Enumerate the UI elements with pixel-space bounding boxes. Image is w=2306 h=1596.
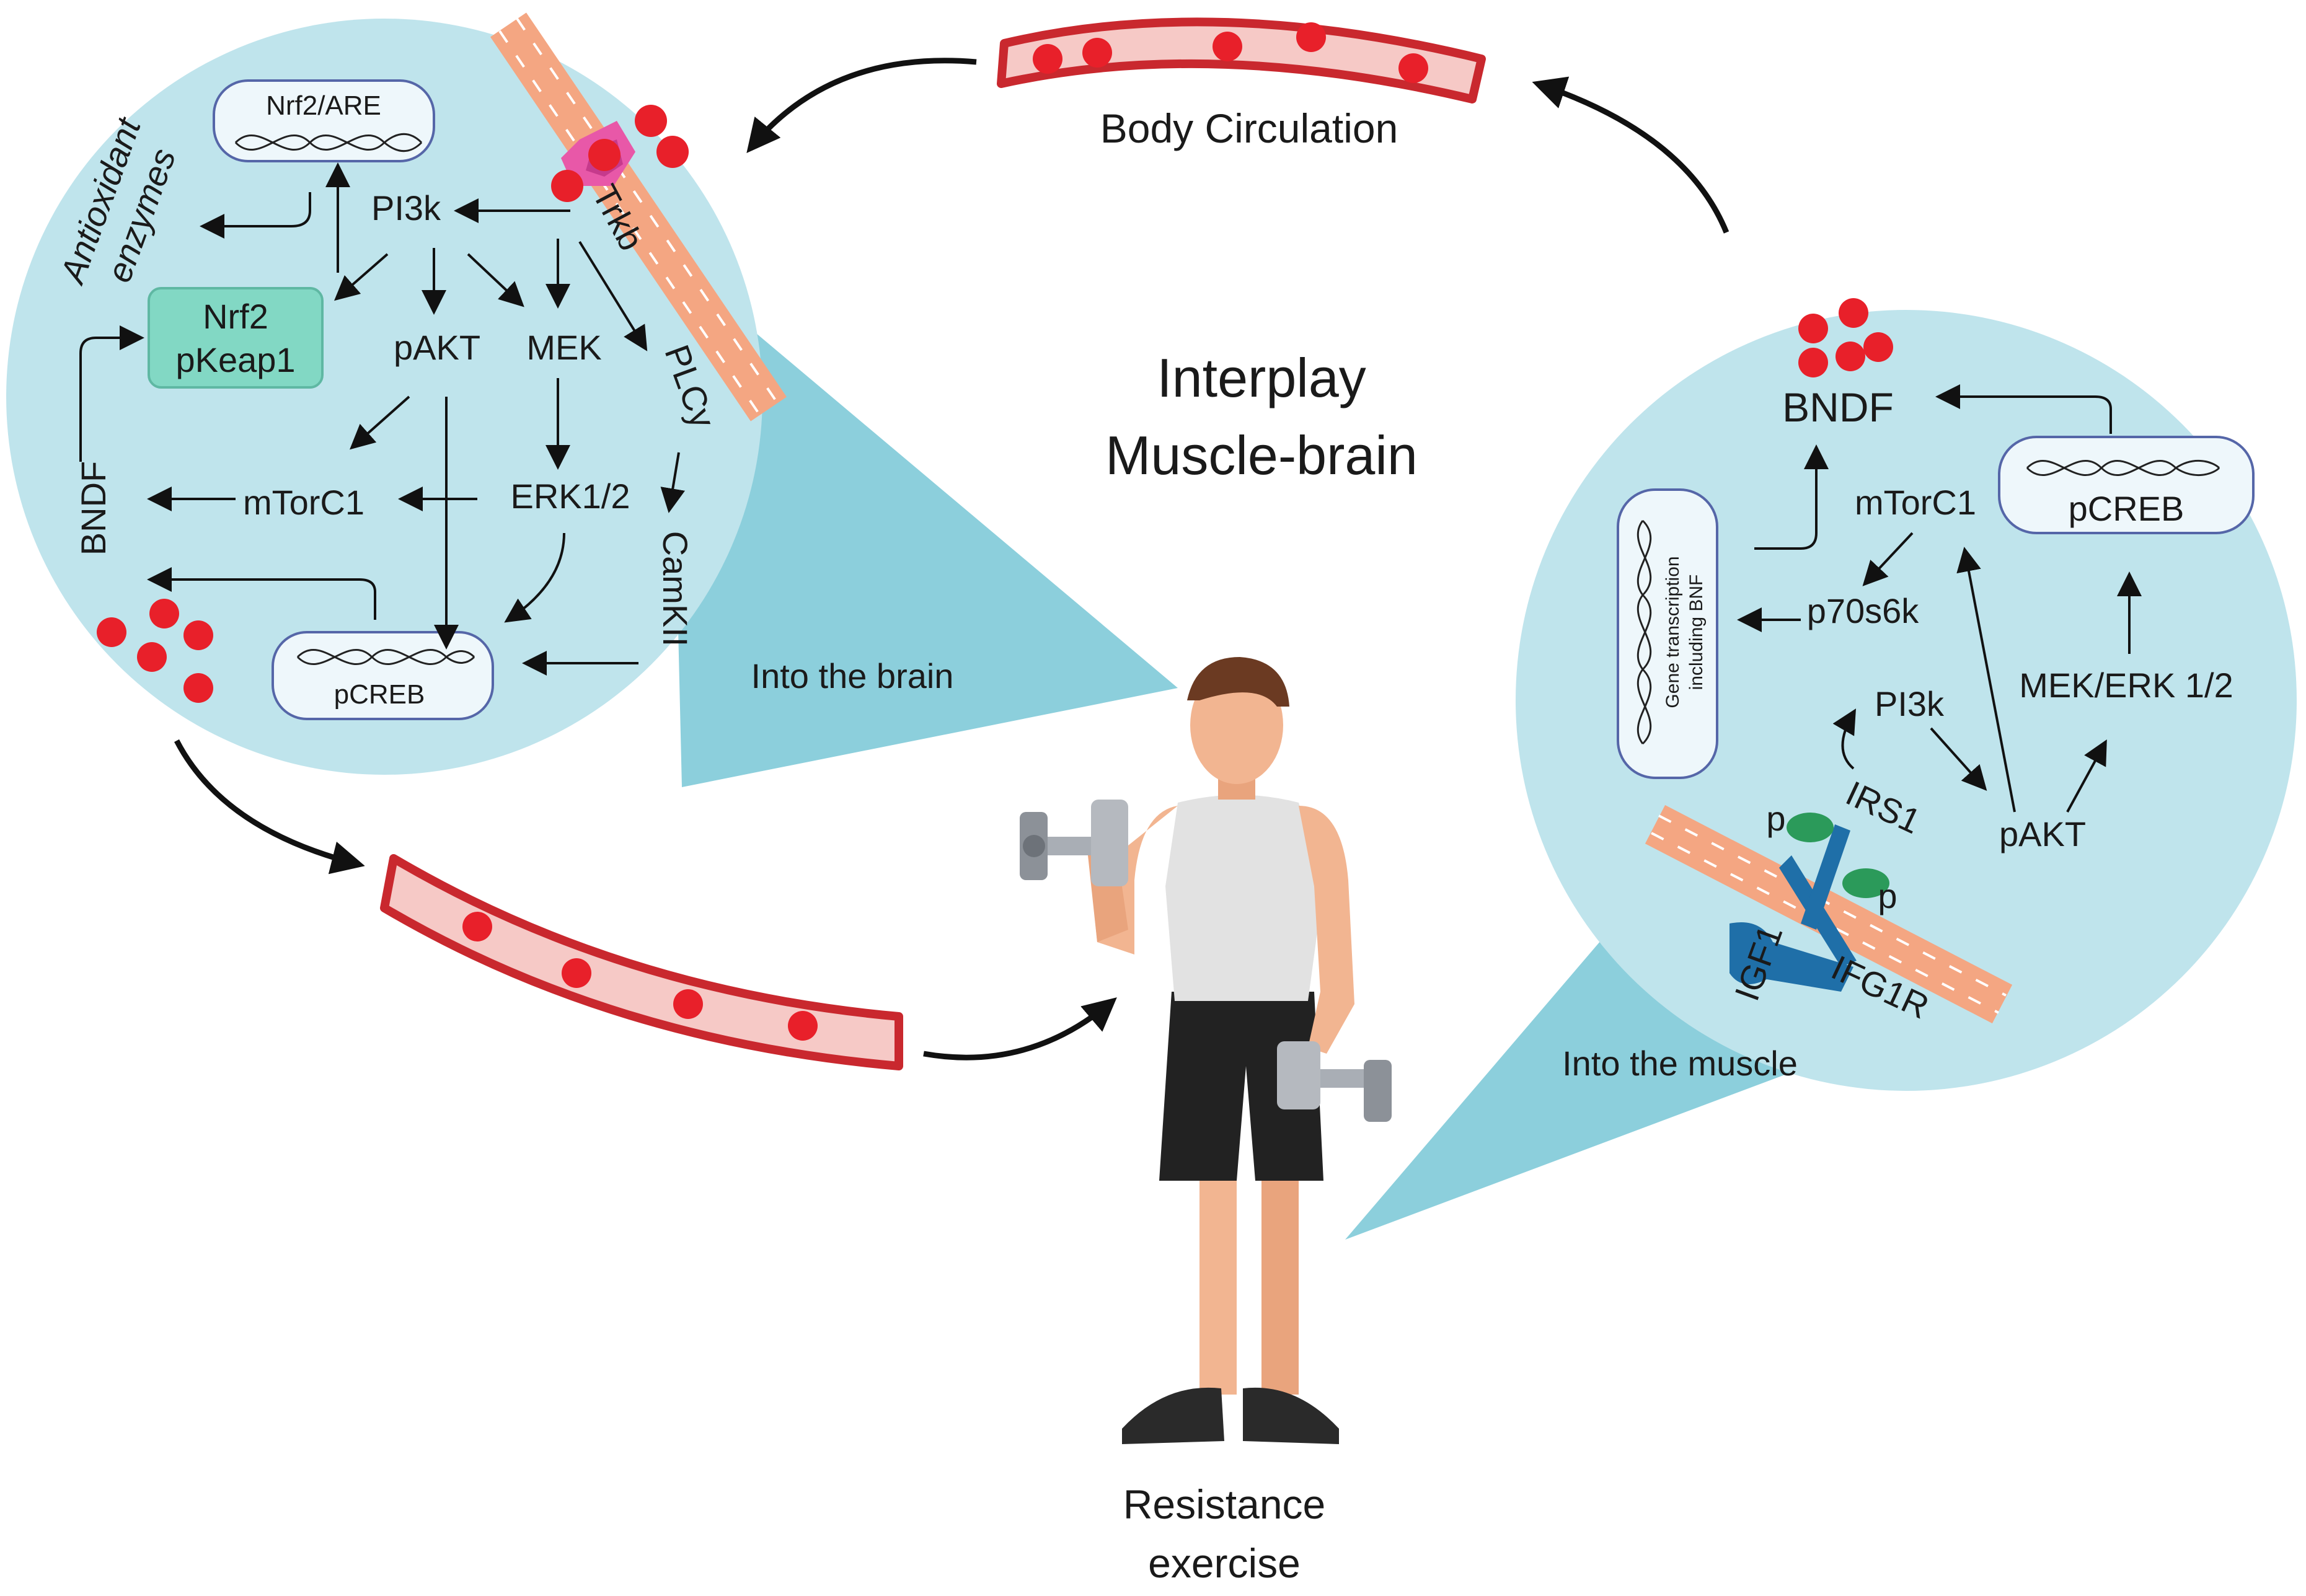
brain-erk-label: ERK1/2	[511, 477, 630, 516]
brain-bndf-dots	[97, 599, 213, 703]
brain-pathway-arrows	[79, 162, 685, 676]
title-line-1: Interplay	[1157, 347, 1366, 408]
igf1-receptor-icon	[1730, 813, 1889, 992]
muscle-p-top-label: p	[1766, 799, 1785, 838]
brain-pakt-label: pAKT	[394, 328, 480, 367]
brain-membrane	[490, 12, 787, 421]
brain-camkii-label: CamKII	[656, 531, 695, 647]
brain-pcreb-label: pCREB	[334, 679, 425, 710]
circulation-label: Body Circulation	[1100, 105, 1398, 151]
muscle-gene-label-1: Gene transcription	[1663, 556, 1683, 708]
muscle-pi3k-label: PI3k	[1875, 684, 1945, 723]
brain-nrf2-are-box	[213, 79, 435, 162]
flow-arrows	[174, 58, 1730, 1060]
muscle-mek-erk-label: MEK/ERK 1/2	[2019, 666, 2233, 705]
brain-caption: Into the brain	[751, 656, 954, 695]
muscle-gene-label-2: including BNF	[1686, 575, 1707, 690]
exercise-label-1: Resistance	[1123, 1481, 1326, 1527]
muscle-membrane	[1645, 805, 2013, 1024]
person-exercising-illustration	[1020, 657, 1392, 1444]
muscle-pcreb-label: pCREB	[2069, 489, 2185, 528]
brain-pcreb-box	[272, 631, 494, 720]
brain-mtorc1-label: mTorC1	[243, 483, 364, 522]
bottom-vessel	[380, 854, 903, 1070]
muscle-pcreb-box	[1998, 436, 2255, 534]
muscle-p70s6k-label: p70s6k	[1807, 591, 1920, 630]
brain-bndf-label: BNDF	[74, 461, 113, 555]
muscle-pakt-label: pAKT	[1999, 814, 2086, 853]
brain-nrf2-pkeap1-box	[148, 287, 324, 389]
muscle-p-bottom-label: p	[1878, 876, 1897, 915]
muscle-bndf-dots	[1798, 298, 1893, 377]
brain-bubble-tail	[669, 260, 1178, 787]
brain-pkeap1-label: pKeap1	[175, 340, 295, 379]
exercise-label-2: exercise	[1148, 1540, 1301, 1586]
brain-nrf2-are-label: Nrf2/ARE	[266, 90, 381, 121]
muscle-mtorc1-label: mTorC1	[1855, 483, 1976, 522]
muscle-gene-box	[1617, 488, 1718, 779]
brain-nrf2-label: Nrf2	[203, 297, 268, 336]
muscle-caption: Into the muscle	[1562, 1044, 1798, 1083]
top-vessel	[997, 17, 1486, 104]
brain-pi3k-label: PI3k	[371, 188, 441, 227]
brain-bubble-circle	[6, 19, 762, 775]
brain-mek-label: MEK	[526, 328, 601, 367]
brain-bubble	[6, 19, 1178, 787]
trkb-receptor-icon	[551, 105, 689, 202]
muscle-pathway-arrows	[1737, 384, 2142, 813]
muscle-bndf-label: BNDF	[1782, 384, 1894, 430]
title-line-2: Muscle-brain	[1105, 425, 1418, 486]
